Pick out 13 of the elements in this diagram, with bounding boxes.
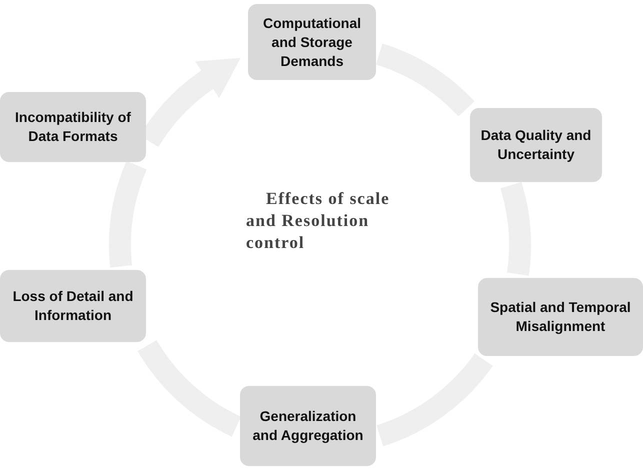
process-box [478, 278, 643, 356]
process-box [0, 92, 146, 162]
process-box [0, 270, 146, 342]
box-label: Spatial and Temporal Misalignment [489, 298, 632, 336]
box-label: Data Quality and Uncertainty [480, 126, 592, 164]
process-box [240, 386, 376, 466]
box-label: Incompatibility of Data Formats [14, 108, 132, 146]
process-box [470, 108, 602, 182]
box-label: Generalization and Aggregation [252, 407, 364, 445]
box-label: Computational and Storage Demands [262, 14, 362, 70]
process-box [248, 4, 376, 80]
center-label: Effects of scale and Resolution control [246, 188, 391, 254]
box-label: Loss of Detail and Information [12, 287, 134, 325]
